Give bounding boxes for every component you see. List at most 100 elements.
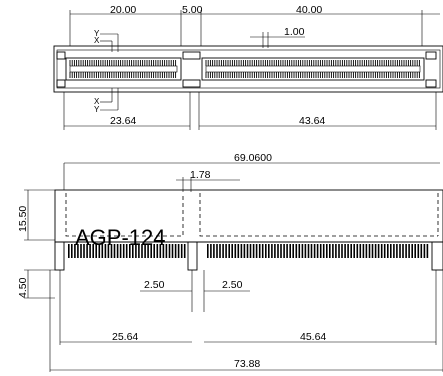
pin (119, 244, 122, 258)
pin (122, 244, 125, 258)
pin (289, 244, 291, 258)
pin (147, 244, 149, 258)
pin (101, 244, 104, 258)
pin (153, 244, 155, 258)
pin (171, 244, 174, 258)
dim-seg-left: 25.64 (112, 331, 138, 343)
pin (307, 244, 310, 258)
pin (165, 244, 168, 258)
pin (237, 244, 240, 258)
pin (268, 244, 270, 258)
pin (71, 244, 73, 258)
pin (249, 244, 252, 258)
pin (350, 244, 352, 258)
pin (156, 244, 159, 258)
pin (255, 244, 258, 258)
axis-label-y-bottom: Y (94, 105, 100, 114)
pin (310, 244, 313, 258)
pin (80, 244, 82, 258)
dim-overall-top: 69.0600 (234, 152, 272, 164)
dim-overall-bottom: 73.88 (234, 358, 260, 370)
pin (295, 244, 298, 258)
pin (83, 244, 85, 258)
pin (246, 244, 249, 258)
dim-bottom-23: 23.64 (110, 115, 136, 127)
pin (210, 244, 212, 258)
dim-bottom-43: 43.64 (299, 115, 325, 127)
side-view: 69.0600 1.78 AGP-124 15.50 4.50 (17, 152, 443, 372)
pin (335, 244, 337, 258)
dim-offset-left: 2.50 (144, 279, 165, 291)
dim-height: 15.50 (17, 206, 29, 232)
dim-top-40: 40.00 (296, 4, 322, 16)
pin (319, 244, 322, 258)
pin (252, 244, 255, 258)
pin (177, 244, 180, 258)
pin (286, 244, 288, 258)
pin (277, 244, 279, 258)
pin (414, 244, 416, 258)
dim-top-20: 20.00 (110, 4, 136, 16)
pin (129, 244, 131, 258)
pin (207, 244, 209, 258)
pin (359, 244, 362, 258)
top-view: 20.00 5.00 40.00 1.00 Y X (53, 4, 443, 130)
pin (228, 244, 230, 258)
pin (86, 244, 88, 258)
pin (405, 244, 407, 258)
pin (271, 244, 273, 258)
pin (141, 244, 143, 258)
pin (261, 244, 264, 258)
pin (258, 244, 261, 258)
pin (283, 244, 285, 258)
dim-pin-length: 4.50 (17, 277, 29, 298)
pin (180, 244, 183, 258)
pin (125, 244, 128, 258)
pin (365, 244, 368, 258)
dim-key-gap: 1.78 (190, 169, 211, 181)
pin (132, 244, 134, 258)
pin (383, 244, 386, 258)
pin-row (68, 244, 429, 258)
pin (387, 244, 389, 258)
pin (316, 244, 319, 258)
pin (338, 244, 340, 258)
pin (332, 244, 334, 258)
pin (322, 244, 325, 258)
pin (144, 244, 146, 258)
pin (423, 244, 426, 258)
pin (183, 244, 186, 258)
pin (356, 244, 359, 258)
pin (168, 244, 171, 258)
axis-label-y-top: Y (94, 29, 100, 38)
pin (150, 244, 152, 258)
pin (344, 244, 346, 258)
axis-label-x-bottom: X (94, 97, 100, 106)
pin (110, 244, 113, 258)
pin (390, 244, 392, 258)
pin (68, 244, 70, 258)
pin (234, 244, 237, 258)
dim-seg-right: 45.64 (300, 331, 326, 343)
pin (396, 244, 398, 258)
pin (240, 244, 243, 258)
pin (292, 244, 294, 258)
pin (353, 244, 355, 258)
pin (347, 244, 349, 258)
pin (92, 244, 94, 258)
pin (213, 244, 215, 258)
pin (135, 244, 137, 258)
pin (329, 244, 331, 258)
pin (113, 244, 116, 258)
pin (77, 244, 79, 258)
pin (159, 244, 162, 258)
pin (368, 244, 371, 258)
pin (301, 244, 304, 258)
pin (417, 244, 420, 258)
dim-offset-right: 2.50 (222, 279, 243, 291)
pin (243, 244, 246, 258)
pin (313, 244, 316, 258)
pin (225, 244, 227, 258)
pin (98, 244, 101, 258)
pin (216, 244, 218, 258)
